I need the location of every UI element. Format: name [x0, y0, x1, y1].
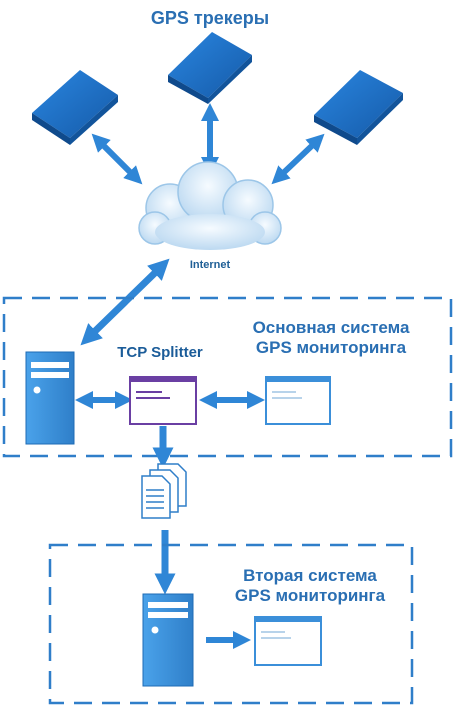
- tcp-splitter-label: TCP Splitter: [117, 344, 203, 361]
- tcp-splitter-window: [129, 376, 197, 425]
- secondary-system-box: [48, 543, 414, 705]
- documents-icon: [141, 463, 187, 519]
- primary-system-line2: GPS мониторинга: [255, 338, 407, 357]
- arrow-cloud-server: [80, 258, 170, 346]
- secondary-window-icon: [254, 616, 322, 666]
- primary-system-line1: Основная система: [252, 318, 410, 337]
- internet-label: Internet: [189, 259, 231, 271]
- gps-tracker-left: [32, 70, 118, 145]
- arrow-right-tracker-cloud: [271, 133, 325, 185]
- arrow-left-tracker-cloud: [91, 133, 143, 185]
- server-icon: [142, 593, 194, 687]
- cloud-icon: [138, 161, 282, 250]
- primary-window-icon: [265, 376, 331, 425]
- secondary-system-line2: GPS мониторинга: [234, 586, 386, 605]
- primary-system-label: Основная система GPS мониторинга: [226, 318, 436, 358]
- gps-tracker-center: [168, 32, 252, 104]
- secondary-system-label: Вторая система GPS мониторинга: [210, 566, 410, 606]
- server-icon: [25, 351, 75, 445]
- primary-system-box: [2, 296, 453, 458]
- secondary-system-line1: Вторая система: [243, 566, 377, 585]
- title-label: GPS трекеры: [150, 8, 270, 28]
- gps-tracker-right: [314, 70, 403, 145]
